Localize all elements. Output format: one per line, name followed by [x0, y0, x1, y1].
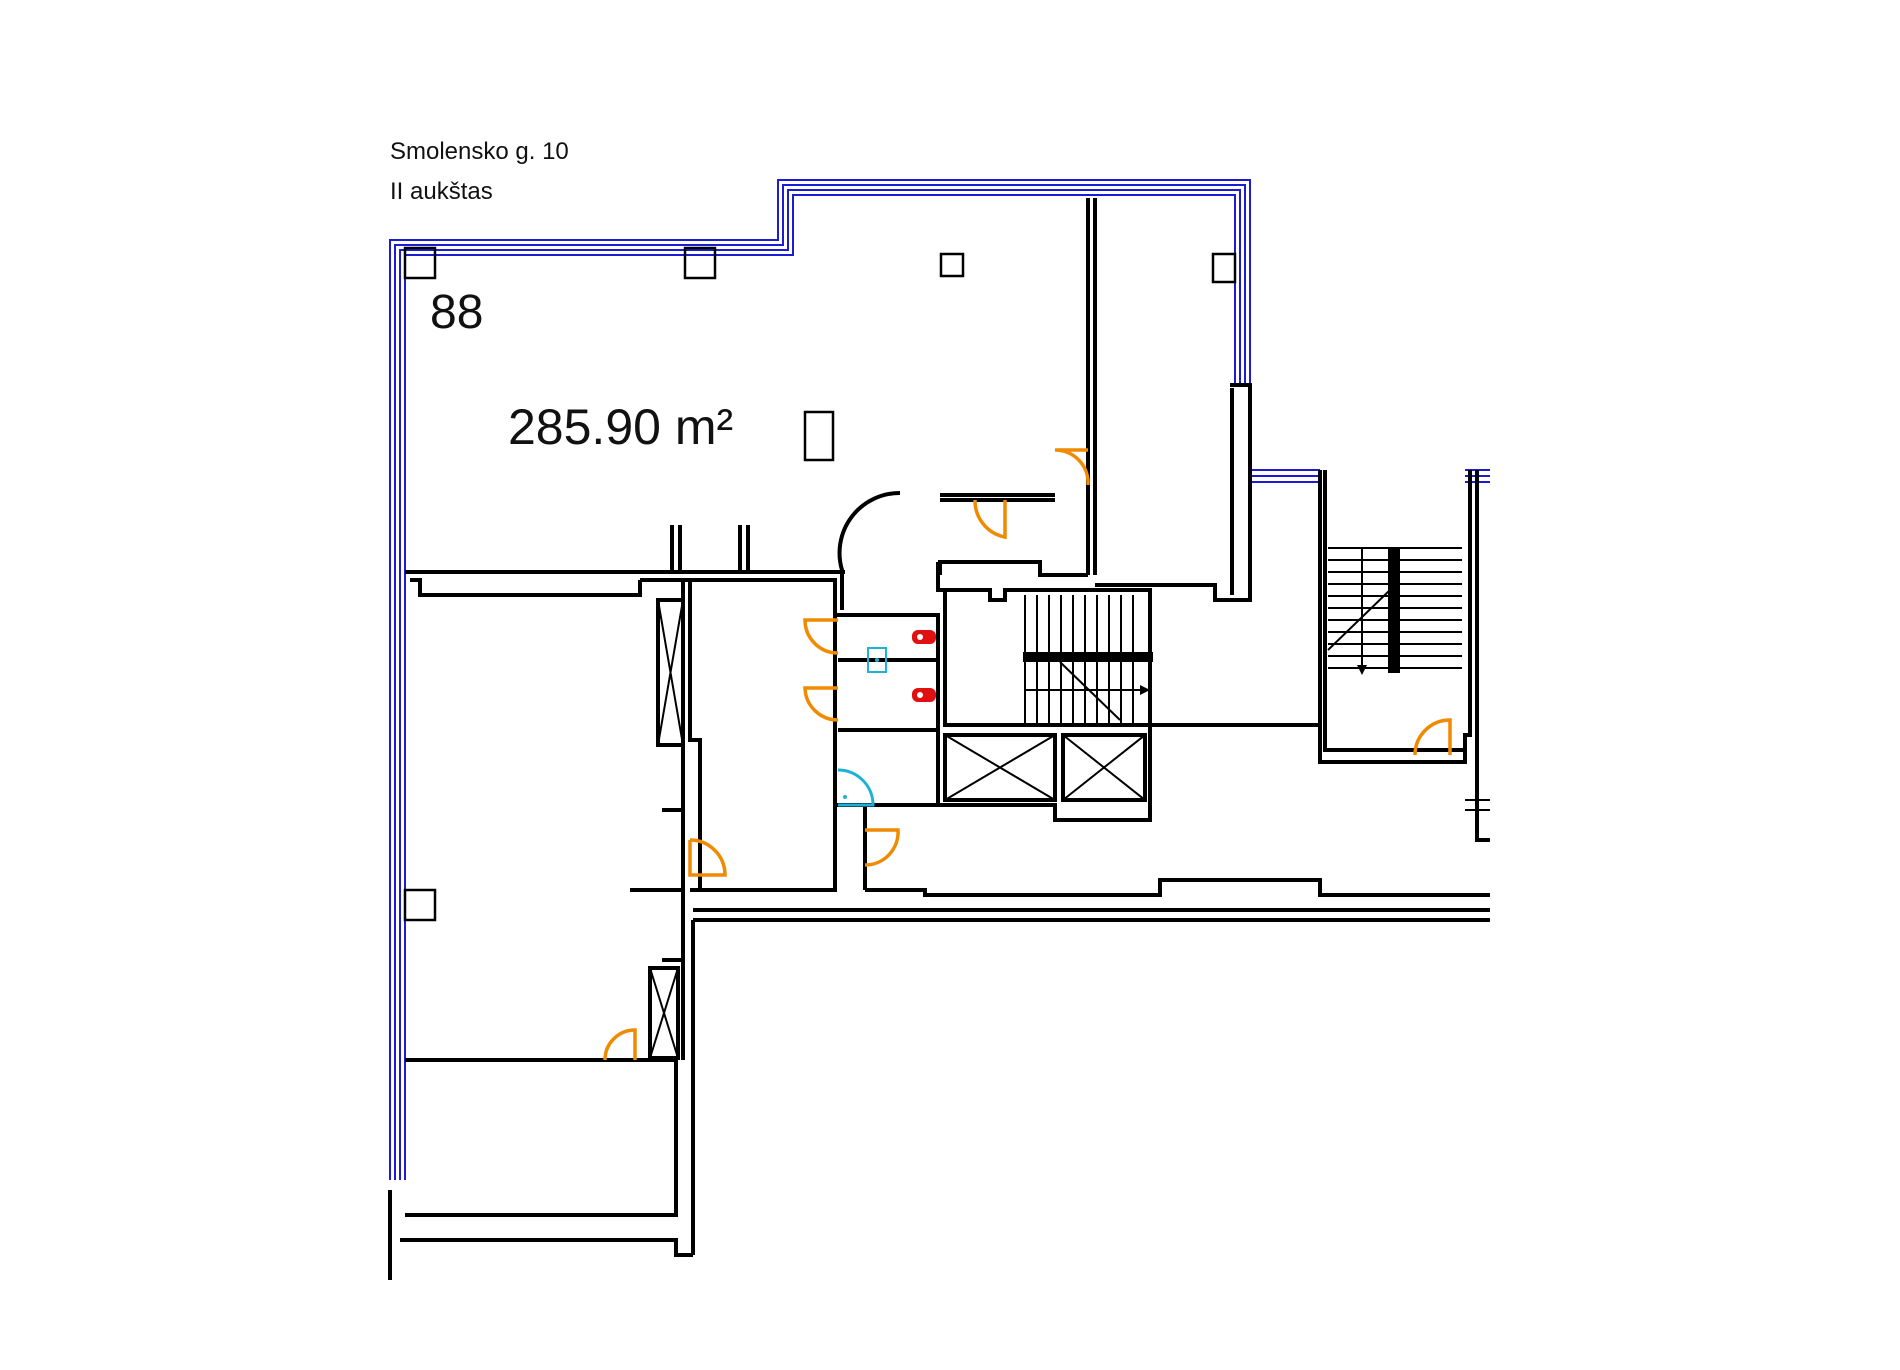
staircase-main [1023, 595, 1153, 725]
columns [403, 246, 1237, 922]
toilet-fixtures [867, 630, 936, 702]
floor-label: II aukštas [390, 178, 493, 205]
glazed-facade [389, 179, 1490, 1180]
walls [388, 198, 1490, 1280]
address-label: Smolensko g. 10 [390, 138, 569, 165]
staircase-secondary [1327, 547, 1462, 675]
wall-details [1465, 790, 1490, 830]
unit-area: 285.90 m² [508, 399, 734, 455]
elevators [648, 598, 1147, 1060]
doors [603, 448, 1452, 1061]
unit-number: 88 [430, 286, 484, 339]
